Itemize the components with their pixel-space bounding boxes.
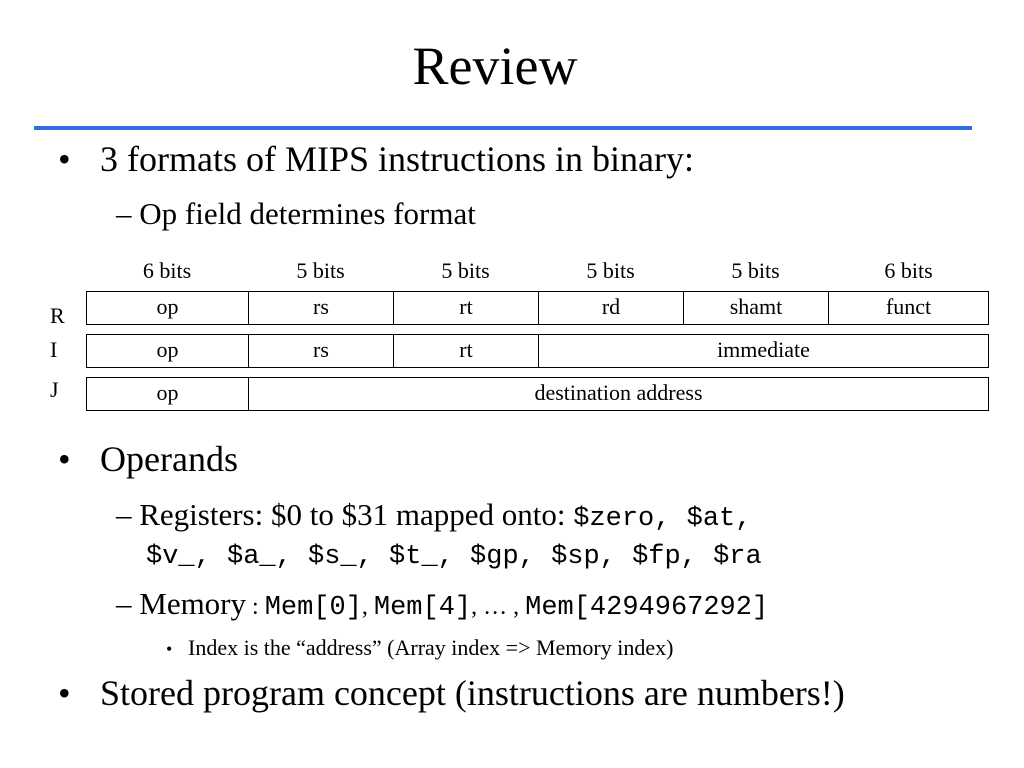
memory-sep: , <box>361 594 374 620</box>
bullet-dot: • <box>58 439 71 479</box>
memory-ellipsis: , … , <box>471 594 526 620</box>
bullet-stored-program-text: Stored program concept (instructions are… <box>100 673 845 713</box>
registers-names-line2: $v_, $a_, $s_, $t_, $gp, $sp, $fp, $ra <box>146 542 762 572</box>
field-rs: rs <box>249 335 394 367</box>
bits-label-rs: 5 bits <box>296 258 345 283</box>
field-op: op <box>87 378 249 410</box>
sub-op-field: – Op field determines format <box>116 196 476 231</box>
memory-prefix: – Memory <box>116 586 247 621</box>
sub-registers: – Registers: $0 to $31 mapped onto: $zer… <box>116 497 751 537</box>
format-label-r: R <box>50 303 65 328</box>
field-rt: rt <box>394 335 539 367</box>
bullet-operands: • Operands <box>58 438 238 480</box>
format-row-j: op destination address <box>86 377 989 411</box>
format-label-j: J <box>50 377 59 402</box>
field-op: op <box>87 335 249 367</box>
subsub-index: • Index is the “address” (Array index => … <box>166 635 673 662</box>
field-rs: rs <box>249 292 394 324</box>
field-op: op <box>87 292 249 324</box>
bullet-stored-program: • Stored program concept (instructions ar… <box>58 672 845 714</box>
memory-memlast: Mem[4294967292] <box>525 593 769 623</box>
bits-label-op: 6 bits <box>142 258 192 283</box>
memory-mem4: Mem[4] <box>373 593 472 623</box>
bits-label-funct: 6 bits <box>884 258 933 283</box>
format-label-i: I <box>50 337 58 362</box>
bullet-dot: • <box>58 139 71 179</box>
page-title: Review <box>412 36 578 96</box>
field-shamt: shamt <box>684 292 829 324</box>
field-funct: funct <box>885 294 932 319</box>
bits-label-shamt: 5 bits <box>731 258 780 283</box>
sub-memory: – Memory : Mem[0], Mem[4], … , Mem[42949… <box>116 586 768 626</box>
format-row-i: op rs rt immediate <box>86 334 989 368</box>
index-text: Index is the “address” (Array index => M… <box>188 635 674 660</box>
field-immediate: immediate <box>717 337 810 362</box>
registers-prefix: – Registers: $0 to $31 mapped onto: <box>116 497 574 532</box>
field-destination-address: destination address <box>534 380 703 405</box>
memory-colon: : <box>246 594 265 620</box>
format-row-r: op rs rt rd shamt funct <box>86 291 989 325</box>
bits-label-rt: 5 bits <box>441 258 490 283</box>
memory-mem0: Mem[0] <box>264 593 362 623</box>
field-rd: rd <box>539 292 684 324</box>
bits-label-rd: 5 bits <box>586 258 635 283</box>
registers-names-line1: $zero, $at, <box>573 504 752 534</box>
field-rt: rt <box>394 292 539 324</box>
bullet-dot: • <box>58 673 71 713</box>
bullet-operands-text: Operands <box>100 439 238 479</box>
sub-registers-cont: $v_, $a_, $s_, $t_, $gp, $sp, $fp, $ra <box>146 535 762 575</box>
bullet-formats-text: 3 formats of MIPS instructions in binary… <box>100 139 694 179</box>
title-divider <box>34 126 972 130</box>
bullet-formats: • 3 formats of MIPS instructions in binar… <box>58 138 694 180</box>
bullet-dot: • <box>166 639 173 659</box>
